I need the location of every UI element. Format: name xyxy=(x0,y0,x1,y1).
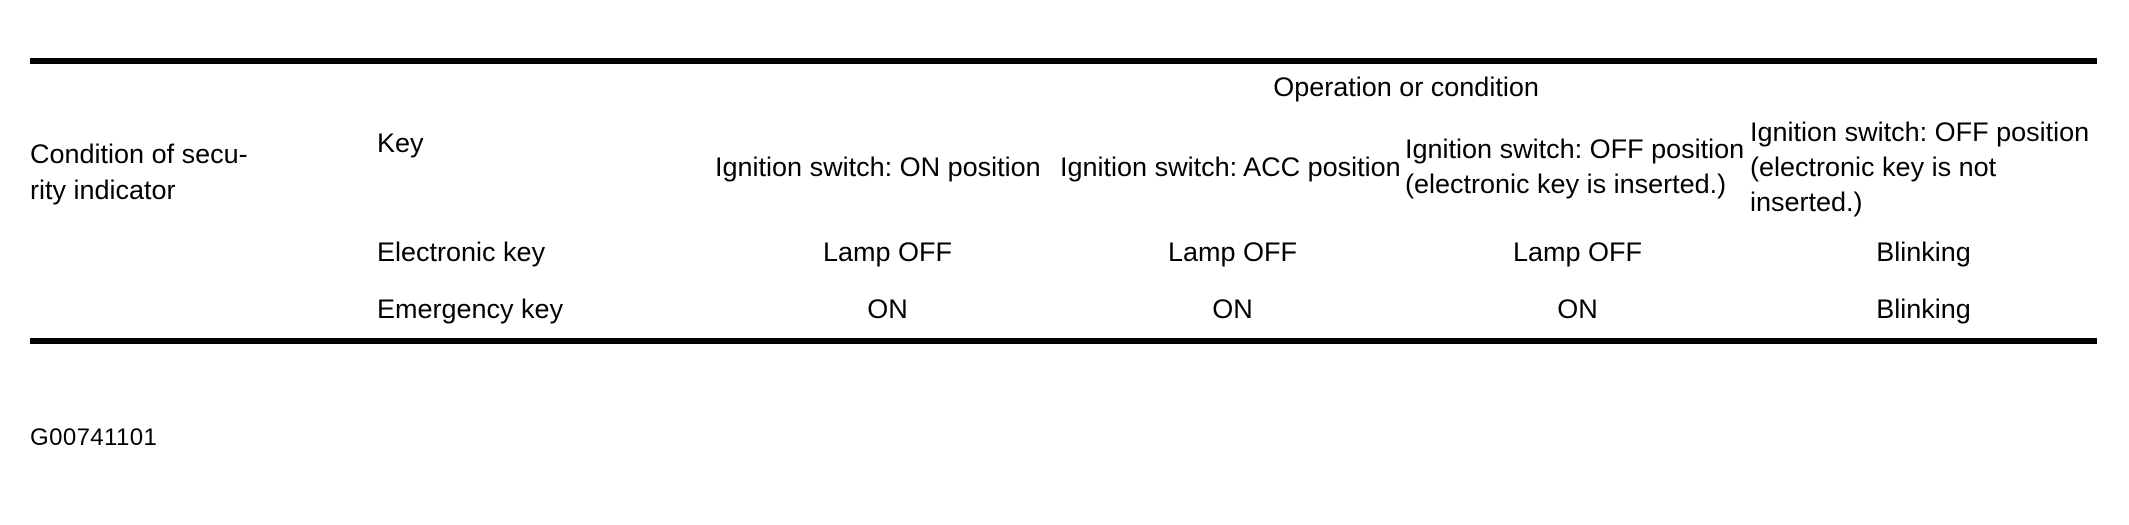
figure-reference-code: G00741101 xyxy=(30,424,158,451)
group-header-operation-or-condition: Operation or condition xyxy=(715,61,2098,111)
cell-emergency-key-ignition-acc: ON xyxy=(1060,281,1405,341)
cell-electronic-key-ignition-off-inserted: Lamp OFF xyxy=(1405,224,1750,281)
column-header-ignition-off-key-inserted: Ignition switch: OFF position (electroni… xyxy=(1405,110,1750,224)
cell-emergency-key-ignition-on: ON xyxy=(715,281,1060,341)
row-header-line-2: rity indicator xyxy=(30,174,176,205)
cell-electronic-key-ignition-off-not-inserted: Blinking xyxy=(1750,224,2098,281)
cell-electronic-key-ignition-on: Lamp OFF xyxy=(715,224,1060,281)
table-row: Emergency key ON ON ON Blinking xyxy=(30,281,2098,341)
row-header-line-1: Condition of secu- xyxy=(30,139,248,170)
row-header-spacer xyxy=(30,281,377,341)
column-header-ignition-on: Ignition switch: ON position xyxy=(715,110,1060,224)
security-indicator-table: Condition of secu- rity indicator Key Op… xyxy=(30,58,2098,344)
row-label-electronic-key: Electronic key xyxy=(377,224,715,281)
table-header-row-group: Condition of secu- rity indicator Key Op… xyxy=(30,61,2098,281)
column-header-ignition-acc: Ignition switch: ACC position xyxy=(1060,110,1405,224)
table-subheader-row: Ignition switch: ON position Ignition sw… xyxy=(30,110,2098,224)
key-column-header: Key xyxy=(377,61,715,224)
cell-emergency-key-ignition-off-not-inserted: Blinking xyxy=(1750,281,2098,341)
cell-electronic-key-ignition-acc: Lamp OFF xyxy=(1060,224,1405,281)
row-label-emergency-key: Emergency key xyxy=(377,281,715,341)
column-header-ignition-off-key-not-inserted: Ignition switch: OFF position (electroni… xyxy=(1750,110,2098,224)
table-row: Electronic key Lamp OFF Lamp OFF Lamp OF… xyxy=(30,224,2098,281)
cell-emergency-key-ignition-off-inserted: ON xyxy=(1405,281,1750,341)
row-header-condition-of-security-indicator: Condition of secu- rity indicator xyxy=(30,61,377,281)
spec-table-container: Condition of secu- rity indicator Key Op… xyxy=(30,58,2098,344)
